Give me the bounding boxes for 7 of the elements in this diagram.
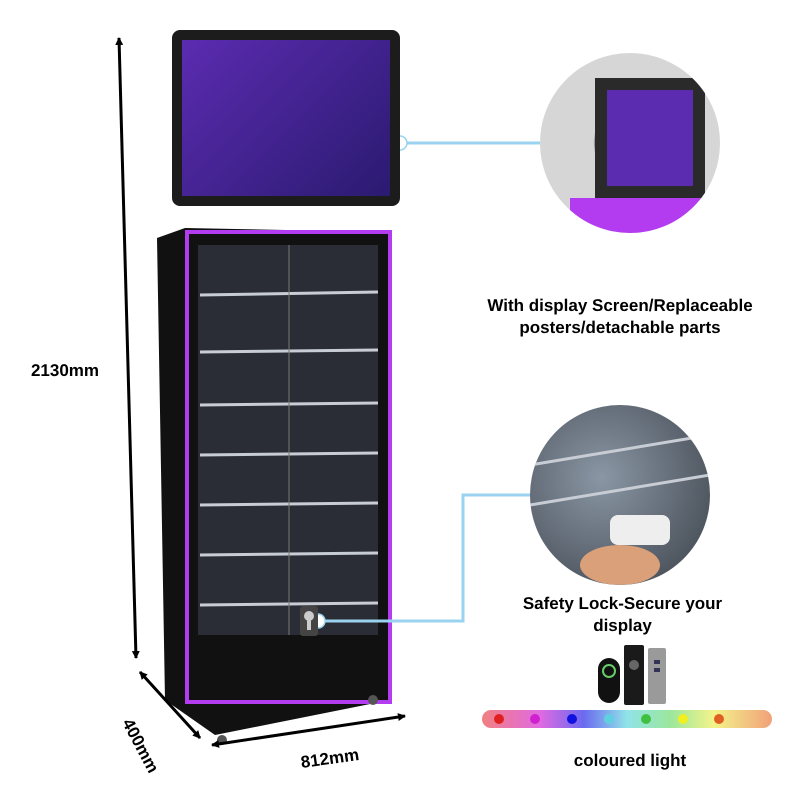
door-lock <box>300 606 318 636</box>
display-screen <box>172 30 400 206</box>
callout-caption: Safety Lock-Secure your display <box>522 593 724 637</box>
dimension-label: 812mm <box>298 744 362 774</box>
dimension-label: 2130mm <box>30 360 100 382</box>
feature-caption: coloured light <box>572 750 688 772</box>
callout-caption: With display Screen/Replaceable posters/detachable parts <box>486 295 754 339</box>
